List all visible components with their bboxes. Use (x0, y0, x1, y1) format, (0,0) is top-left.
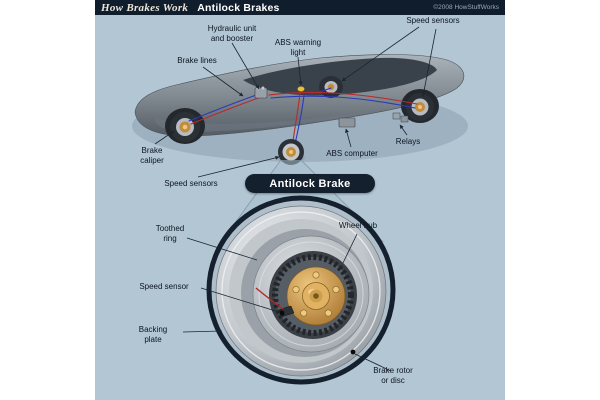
diagram-art (132, 26, 468, 385)
label-hydraulic-unit: Hydraulic unit and booster (207, 24, 257, 43)
label-abs-computer: ABS computer (326, 149, 378, 158)
inset-title-banner: Antilock Brake (245, 174, 375, 193)
speed-sensor-dot (279, 310, 285, 316)
label-wheel-hub: Wheel hub (338, 221, 378, 230)
label-speed-sensor: Speed sensor (139, 282, 189, 291)
label-brake-caliper: Brake caliper (140, 146, 164, 165)
label-toothed-ring: Toothed ring (155, 224, 185, 243)
label-brake-lines: Brake lines (177, 56, 217, 65)
exploded-wheel (277, 139, 305, 165)
abs-computer-art (338, 117, 356, 128)
brake-assembly (215, 205, 387, 377)
far-wheel (319, 76, 343, 98)
hydraulic-unit-art (254, 87, 268, 99)
label-brake-rotor: Brake rotor or disc (373, 366, 413, 385)
inset-circle (206, 195, 396, 385)
front-wheel (170, 112, 200, 142)
brake-lines-art (188, 87, 418, 150)
diagram-panel: How Brakes Work Antilock Brakes ©2008 Ho… (95, 0, 505, 400)
label-speed-sensors-bottom: Speed sensors (164, 179, 218, 188)
rear-wheel (406, 93, 434, 121)
abs-warning-light-art (297, 86, 305, 92)
header-bar: How Brakes Work Antilock Brakes ©2008 Ho… (95, 0, 505, 15)
relay-art (400, 115, 409, 123)
rotor-dot (350, 349, 356, 355)
label-speed-sensors-top: Speed sensors (406, 16, 460, 25)
copyright-text: ©2008 HowStuffWorks (433, 4, 499, 11)
label-relays: Relays (395, 137, 421, 146)
page-subtitle: Antilock Brakes (197, 1, 280, 14)
page-title: How Brakes Work (101, 1, 189, 14)
label-backing-plate: Backing plate (138, 325, 168, 344)
callout-lines (154, 26, 437, 372)
toothed-ring-art (272, 254, 354, 336)
label-abs-warning-light: ABS warning light (274, 38, 322, 57)
relay-art (392, 112, 401, 120)
